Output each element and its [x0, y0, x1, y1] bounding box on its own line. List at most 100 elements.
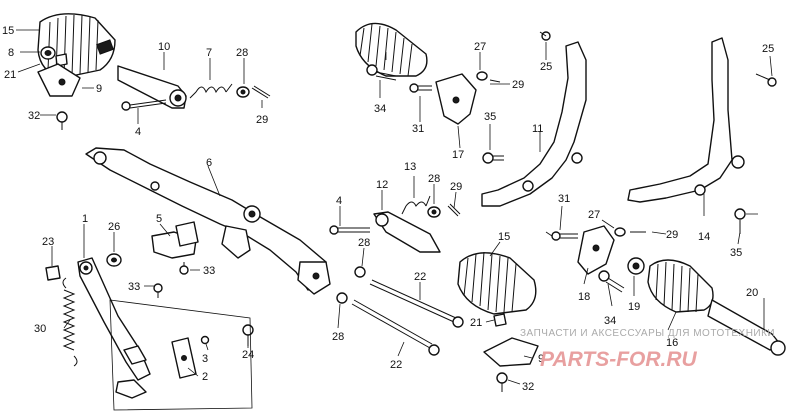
cotter-pin-29-center [447, 203, 461, 217]
cotter-pin-29-top [251, 85, 271, 99]
callout-25-b: 25 [762, 43, 774, 55]
watermark: ЗАПЧАСТИ И АКСЕССУАРЫ ДЛЯ МОТОТЕХНИКИ PA… [520, 328, 775, 371]
footpeg-holder-17 [435, 73, 477, 125]
step-bar-6 [85, 147, 331, 295]
bolt-25-top [539, 31, 551, 41]
callout-6: 6 [206, 157, 212, 169]
callout-15-b: 15 [498, 231, 510, 243]
washer-28-lower [354, 266, 366, 278]
callout-29-d: 29 [666, 229, 678, 241]
callout-3: 3 [202, 353, 208, 365]
callout-22-a: 22 [414, 271, 426, 283]
callout-31-b: 31 [558, 193, 570, 205]
callout-21: 21 [4, 69, 16, 81]
spring-13 [401, 195, 431, 215]
callout-17: 17 [452, 149, 464, 161]
clip-21-lower [493, 313, 507, 327]
bolt-33-left [153, 283, 163, 298]
callout-23: 23 [42, 236, 54, 248]
bolt-24 [242, 324, 254, 346]
washer-28-center [427, 206, 441, 218]
callout-22-b: 22 [390, 359, 402, 371]
pin-3 [200, 335, 210, 345]
callout-10: 10 [158, 41, 170, 53]
bolt-25-right [755, 73, 777, 87]
callout-30: 30 [34, 323, 46, 335]
washer-28-bottom [336, 292, 348, 304]
footpeg-arm-12 [373, 211, 441, 253]
callout-2: 2 [202, 371, 208, 383]
callout-35-a: 35 [484, 111, 496, 123]
stand-bracket-5 [151, 221, 199, 259]
bolt-23 [45, 265, 61, 281]
callout-24: 24 [242, 349, 254, 361]
callout-19: 19 [628, 301, 640, 313]
callout-15: 15 [2, 25, 14, 37]
footpeg-bar-10 [117, 65, 187, 109]
callout-9-b: 9 [538, 353, 544, 365]
bolt-35-top [482, 152, 504, 164]
callout-21-b: 21 [470, 317, 482, 329]
clip-21 [55, 53, 68, 67]
callout-28-a: 28 [236, 47, 248, 59]
callout-28-b: 28 [428, 173, 440, 185]
callout-13: 13 [404, 161, 416, 173]
exploded-box [109, 299, 253, 411]
footpeg-rubber-lower [457, 251, 537, 315]
callout-27-b: 27 [588, 209, 600, 221]
callout-34-a: 34 [374, 103, 386, 115]
callout-28-c: 28 [358, 237, 370, 249]
leader-lines [16, 29, 773, 385]
callout-29-b: 29 [512, 79, 524, 91]
bolt-35-right [734, 208, 746, 234]
callout-9: 9 [96, 83, 102, 95]
watermark-logo: PARTS-FOR.RU [540, 348, 698, 371]
callout-28-d: 28 [332, 331, 344, 343]
bolt-34-top [366, 64, 397, 81]
callout-5: 5 [156, 213, 162, 225]
watermark-text: ЗАПЧАСТИ И АКСЕССУАРЫ ДЛЯ МОТОТЕХНИКИ [520, 328, 775, 339]
bolt-33-right [179, 262, 189, 275]
footpeg-bracket-14 [627, 37, 745, 203]
pivot-bolt-4-center [329, 225, 370, 235]
callout-35-b: 35 [730, 247, 742, 259]
washer-28-top [236, 86, 250, 98]
footpeg-bracket-11 [481, 41, 587, 207]
callout-27-a: 27 [474, 41, 486, 53]
callout-12: 12 [376, 179, 388, 191]
bolt-31-top [409, 83, 432, 93]
callout-29-a: 29 [256, 114, 268, 126]
callout-1: 1 [82, 213, 88, 225]
callout-4-b: 4 [336, 195, 342, 207]
washer-19 [627, 257, 645, 275]
bolt-32 [56, 111, 68, 130]
washer-27-top [476, 71, 488, 81]
bolt-31-right [551, 231, 578, 241]
footpeg-holder-18 [577, 225, 615, 275]
callout-25-a: 25 [540, 61, 552, 73]
callout-29-c: 29 [450, 181, 462, 193]
callout-7: 7 [206, 47, 212, 59]
callout-34-b: 34 [604, 315, 616, 327]
spring-30 [62, 277, 78, 367]
callout-4-a: 4 [135, 126, 141, 138]
washer-26 [106, 253, 122, 267]
callout-20: 20 [746, 287, 758, 299]
pivot-bolt-4-top [121, 99, 167, 111]
callout-32: 32 [28, 110, 40, 122]
washer-27-right [614, 227, 626, 237]
long-bolt-22-upper [369, 279, 464, 328]
callout-numbers: 15 8 21 9 32 10 7 28 29 4 6 1 23 26 5 33… [2, 25, 774, 393]
callout-11: 11 [532, 123, 543, 135]
callout-33-b: 33 [128, 281, 140, 293]
footpeg-rubber-16 [647, 259, 714, 313]
callout-31-a: 31 [412, 123, 424, 135]
side-stand-1 [77, 257, 151, 399]
callout-8: 8 [8, 47, 14, 59]
callout-33-a: 33 [203, 265, 215, 277]
long-bolt-22-lower [351, 299, 440, 356]
spring-7 [189, 83, 233, 99]
callout-26: 26 [108, 221, 120, 233]
